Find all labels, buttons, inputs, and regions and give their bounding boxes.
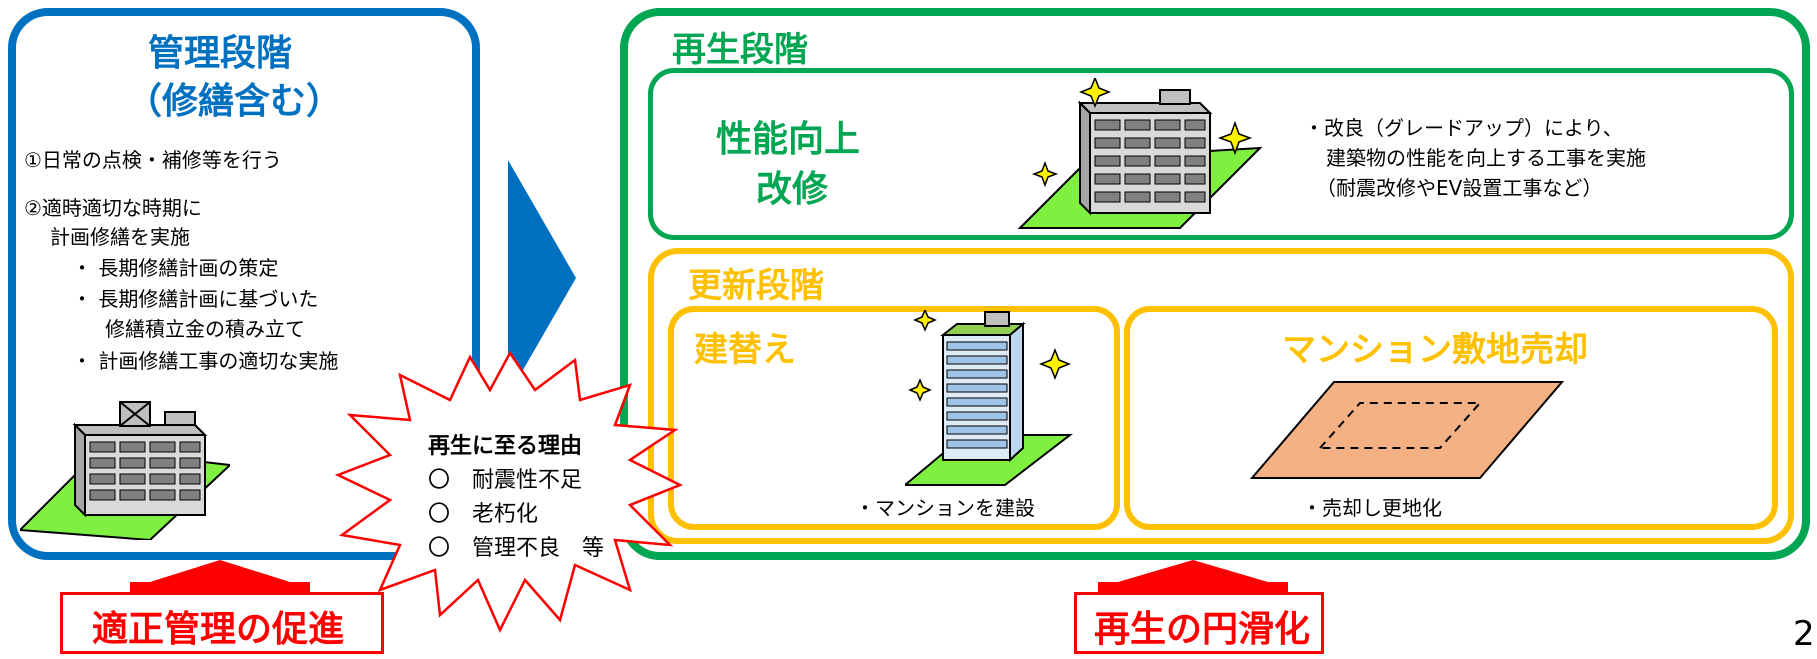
management-item-2-line1: ②適時適切な時期に bbox=[24, 196, 202, 220]
promote-arrow-icon bbox=[130, 560, 310, 596]
management-item-2-line2: 計画修繕を実施 bbox=[50, 225, 190, 249]
improvement-title-line1: 性能向上 bbox=[716, 119, 861, 160]
management-sub-2-line2: 修繕積立金の積み立て bbox=[105, 317, 305, 341]
progress-arrow-icon bbox=[508, 160, 576, 396]
burst-reason-2: 〇 老朽化 bbox=[428, 502, 539, 527]
promote-label-box bbox=[60, 592, 384, 654]
regeneration-title: 再生段階 bbox=[672, 30, 808, 70]
new-tower-icon bbox=[905, 310, 1073, 486]
management-sub-3: ・ 計画修繕工事の適切な実施 bbox=[72, 349, 339, 373]
burst-reason-1: 〇 耐震性不足 bbox=[428, 468, 583, 493]
site-sale-title: マンション敷地売却 bbox=[1282, 330, 1588, 370]
renewal-title: 更新段階 bbox=[688, 266, 824, 306]
reasons-burst-icon bbox=[334, 350, 684, 633]
rebuild-panel bbox=[668, 306, 1120, 530]
management-title-line1: 管理段階 bbox=[148, 33, 293, 74]
improvement-desc-line3: （耐震改修やEV設置工事など） bbox=[1316, 176, 1603, 200]
apartment-building-icon bbox=[20, 401, 230, 540]
smooth-arrow-icon bbox=[1098, 560, 1288, 596]
burst-heading: 再生に至る理由 bbox=[428, 434, 583, 459]
management-title-line2: （修繕含む） bbox=[126, 81, 343, 122]
management-sub-1: ・ 長期修繕計画の策定 bbox=[72, 256, 279, 280]
sparkling-building-icon bbox=[1017, 78, 1263, 229]
promote-label: 適正管理の促進 bbox=[92, 609, 345, 650]
improvement-desc-line1: ・改良（グレードアップ）により、 bbox=[1304, 116, 1623, 140]
burst-reason-3: 〇 管理不良 等 bbox=[428, 536, 605, 561]
vacant-lot-icon bbox=[1250, 381, 1565, 479]
management-item-1: ①日常の点検・補修等を行う bbox=[24, 148, 282, 172]
rebuild-caption: ・マンションを建設 bbox=[855, 496, 1035, 520]
page-number: 2 bbox=[1793, 614, 1815, 654]
smooth-label-box bbox=[1074, 592, 1324, 654]
improvement-desc-line2: 建築物の性能を向上する工事を実施 bbox=[1326, 146, 1646, 170]
rebuild-title: 建替え bbox=[694, 330, 796, 370]
improvement-title-line2: 改修 bbox=[756, 169, 829, 210]
management-sub-2-line1: ・ 長期修繕計画に基づいた bbox=[72, 287, 319, 311]
site-sale-caption: ・売却し更地化 bbox=[1302, 496, 1442, 520]
smooth-label: 再生の円滑化 bbox=[1094, 609, 1311, 650]
